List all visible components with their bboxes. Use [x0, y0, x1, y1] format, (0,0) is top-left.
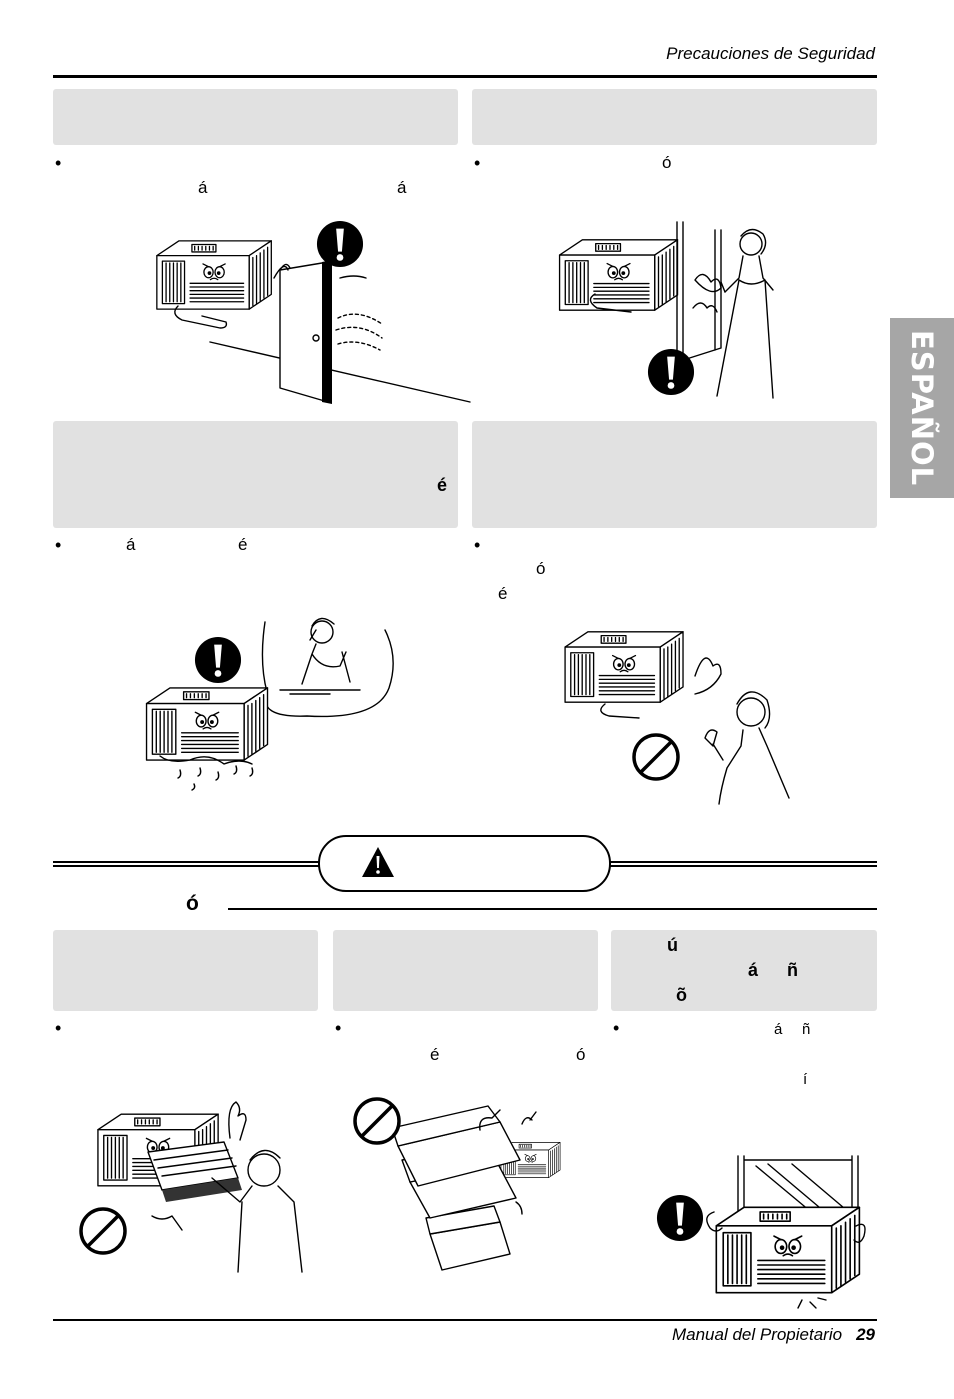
exclamation-icon [316, 220, 364, 268]
footer-label: Manual del Propietario [671, 1325, 843, 1344]
illustration-filter-removed [79, 1101, 303, 1273]
bullet-3: • [55, 535, 62, 555]
text-glyph: á [126, 535, 136, 554]
exclamation-icon [647, 348, 695, 396]
bullet-4: • [474, 535, 481, 555]
caution-rule-right-bottom [608, 865, 877, 867]
prohibited-icon [79, 1207, 127, 1255]
bullet-2: • [474, 153, 481, 173]
prohibited-icon [632, 733, 680, 781]
illustration-unit-spray [564, 631, 790, 805]
waving-hand [273, 263, 291, 279]
thought-bubble [261, 621, 394, 718]
panel-heading-3 [53, 421, 458, 528]
text-glyph: ó [536, 559, 546, 578]
bullet-7: • [613, 1018, 620, 1038]
caution-rule-right-top [608, 861, 877, 863]
bullet-1: • [55, 153, 62, 173]
heading-glyph: é [437, 475, 448, 495]
text-glyph: á [774, 1021, 783, 1038]
bullet-6: • [335, 1018, 342, 1038]
section-title-glyph: ó [186, 892, 199, 915]
caution-rule-left-bottom [53, 865, 319, 867]
pointing-hand [600, 703, 640, 719]
caution-banner [318, 835, 611, 892]
panel-heading-6 [333, 930, 598, 1011]
text-glyph: ó [576, 1045, 586, 1064]
tears [159, 755, 253, 765]
illustration-door-open [156, 220, 471, 404]
heading-glyph: õ [676, 985, 687, 1005]
language-tab: ESPAÑOL [890, 318, 954, 498]
bullet-5: • [55, 1018, 62, 1038]
illustration-window-mount [656, 1155, 866, 1309]
footer-rule [53, 1319, 877, 1321]
pointing-hand [589, 293, 632, 313]
panel-heading-5 [53, 930, 318, 1011]
page-header-title: Precauciones de Seguridad [666, 44, 875, 63]
caution-rule-left-top [53, 861, 319, 863]
page-number: 29 [856, 1325, 875, 1344]
text-glyph: á [198, 178, 208, 197]
section-rule [228, 908, 877, 910]
panel-heading-2 [472, 89, 877, 145]
illustration-stacked-boxes [353, 1097, 561, 1271]
heading-glyph: ñ [787, 960, 798, 980]
panel-heading-1 [53, 89, 458, 145]
panel-heading-7 [611, 930, 877, 1011]
illustration-window-woman [558, 221, 774, 399]
text-glyph: í [803, 1071, 808, 1088]
pointing-hand [174, 305, 228, 329]
text-glyph: á [397, 178, 407, 197]
prohibited-icon [353, 1097, 401, 1145]
warning-triangle-icon [362, 847, 394, 877]
page-footer: Manual del Propietario 29 [672, 1325, 875, 1345]
text-glyph: é [430, 1045, 440, 1064]
exclamation-icon [656, 1194, 704, 1242]
illustration-unit-crying [145, 617, 394, 791]
text-glyph: ñ [802, 1021, 811, 1038]
heading-glyph: ú [667, 935, 678, 955]
waving-hand [694, 657, 722, 695]
exclamation-icon [194, 636, 242, 684]
panel-heading-4 [472, 421, 877, 528]
language-tab-label: ESPAÑOL [905, 329, 939, 487]
header-rule [53, 75, 877, 78]
text-glyph: é [498, 584, 508, 603]
text-glyph: ó [662, 153, 672, 172]
text-glyph: é [238, 535, 248, 554]
heading-glyph: á [748, 960, 759, 980]
